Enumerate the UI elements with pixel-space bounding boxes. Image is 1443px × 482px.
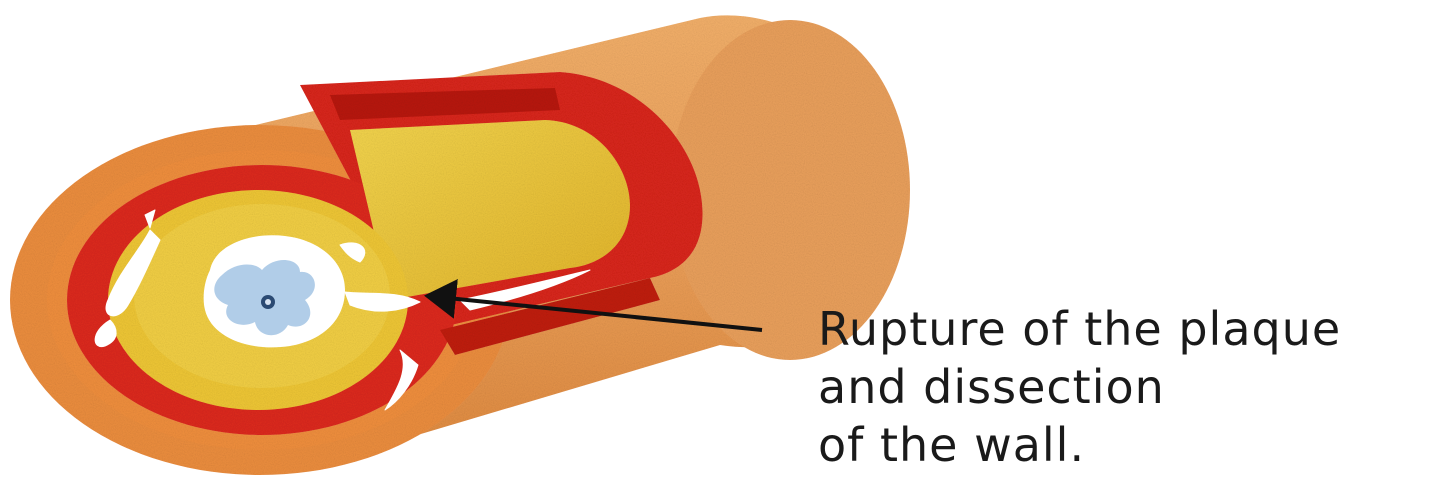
caption-line-1: Rupture of the plaque — [818, 300, 1438, 358]
caption-line-3: of the wall. — [818, 416, 1438, 474]
lumen — [204, 235, 345, 347]
caption: Rupture of the plaque and dissection of … — [818, 300, 1438, 474]
caption-line-2: and dissection — [818, 358, 1438, 416]
